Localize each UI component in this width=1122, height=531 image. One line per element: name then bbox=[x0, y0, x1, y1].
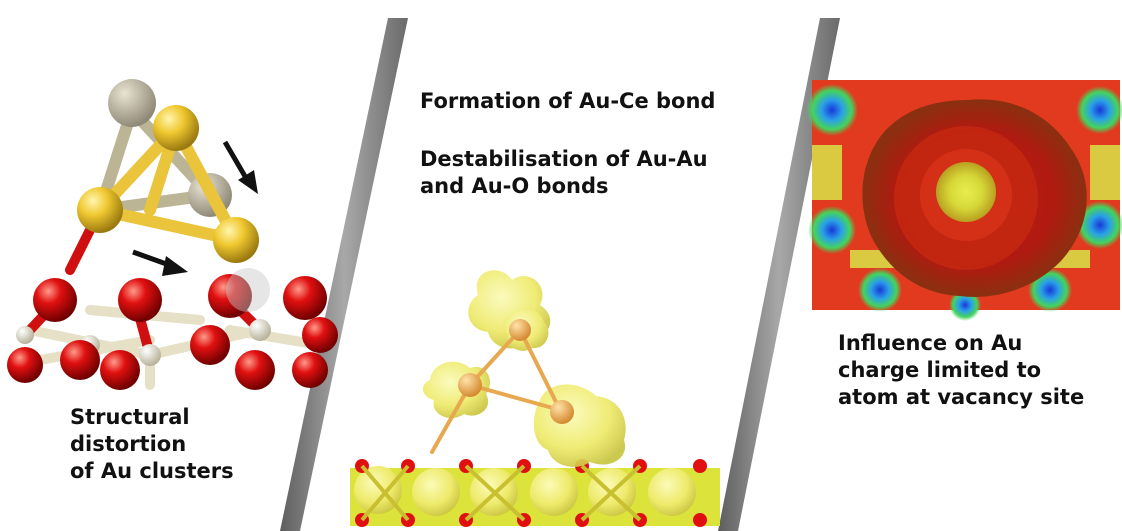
au-ce-bond-caption: Formation of Au-Ce bond bbox=[420, 89, 716, 113]
bonding-isosurface-model bbox=[350, 270, 720, 527]
charge-density-map bbox=[806, 80, 1122, 321]
charge-influence-caption: Influence on Au charge limited to atom a… bbox=[838, 331, 1085, 409]
panel-divider-left bbox=[280, 18, 408, 531]
distortion-arrow bbox=[222, 140, 258, 194]
destabilisation-caption: Destabilisation of Au-Au and Au-O bonds bbox=[420, 147, 708, 198]
panel-divider-right bbox=[718, 18, 840, 531]
structural-distortion-caption: Structural distortion of Au clusters bbox=[70, 405, 234, 483]
structural-distortion-model bbox=[7, 79, 338, 390]
distortion-arrow bbox=[132, 249, 188, 276]
